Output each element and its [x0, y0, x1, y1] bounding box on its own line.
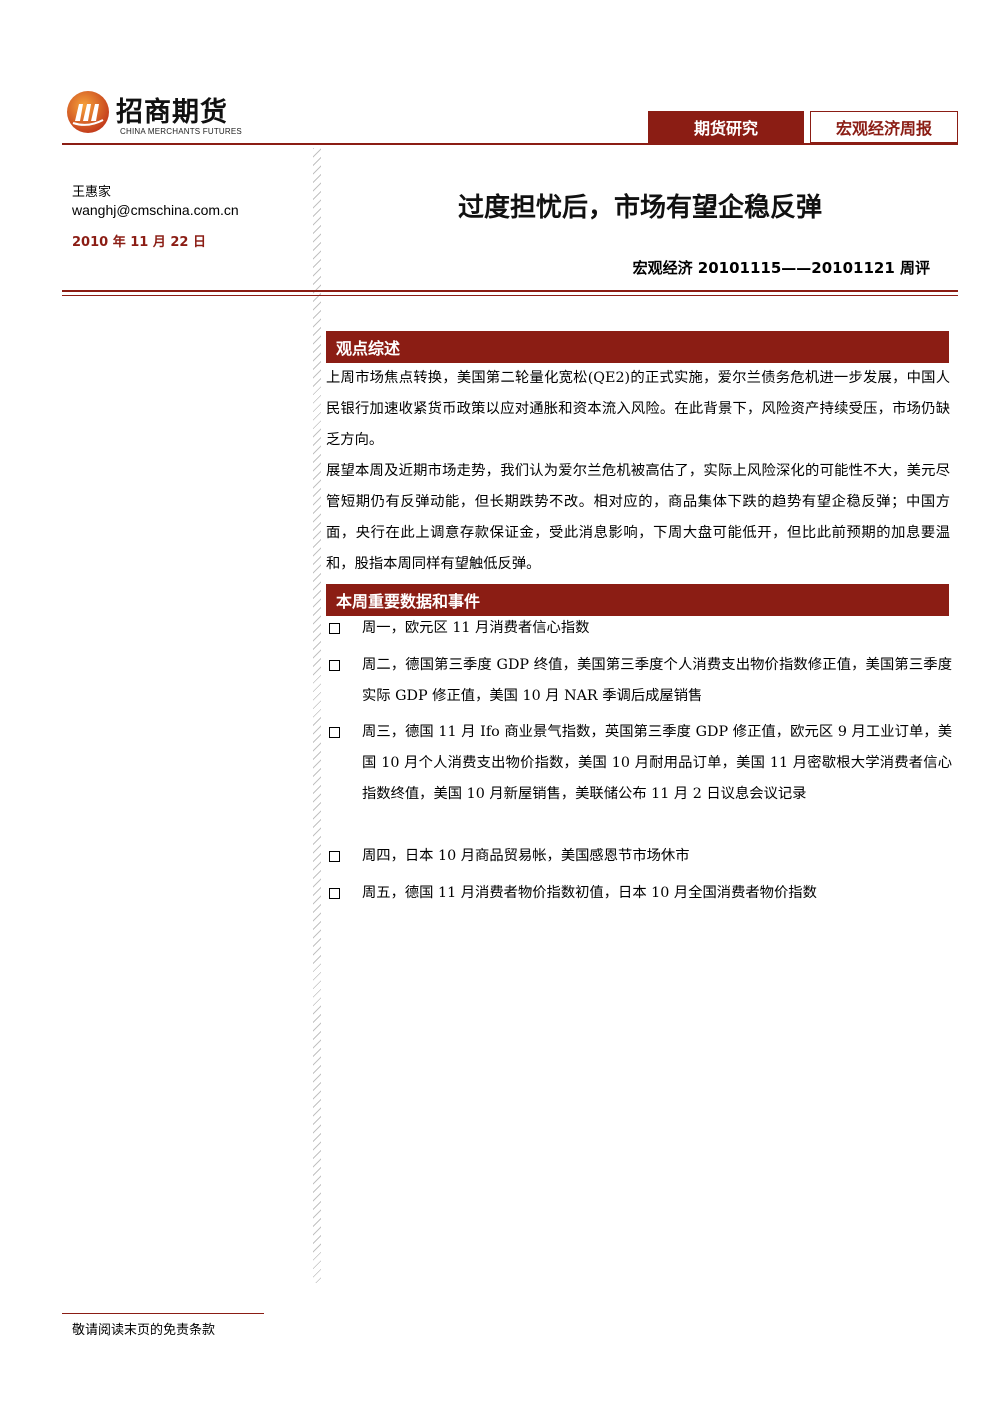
event-text: 周四，日本 10 月商品贸易帐，美国感恩节市场休市 [362, 848, 690, 864]
brand-name-en: CHINA MERCHANTS FUTURES [120, 127, 242, 136]
list-item: 周二，德国第三季度 GDP 终值，美国第三季度个人消费支出物价指数修正值，美国第… [326, 650, 952, 712]
checkbox-bullet-icon [326, 878, 362, 909]
list-item: 周五，德国 11 月消费者物价指数初值，日本 10 月全国消费者物价指数 [326, 878, 952, 909]
checkbox-bullet-icon [326, 613, 362, 644]
checkbox-bullet-icon [326, 717, 362, 810]
tab-futures-research: 期货研究 [648, 111, 804, 143]
event-text: 周一，欧元区 11 月消费者信心指数 [362, 620, 590, 636]
page-subtitle: 宏观经济 20101115——20101121 周评 [632, 259, 930, 277]
footer-divider [62, 1313, 264, 1314]
header-divider [62, 143, 958, 145]
tab-macro-weekly: 宏观经济周报 [810, 111, 958, 143]
author-name: 王惠家 [72, 185, 112, 200]
author-email[interactable]: wanghj@cmschina.com.cn [72, 202, 239, 218]
checkbox-bullet-icon [326, 841, 362, 872]
section-heading-overview: 观点综述 [326, 331, 949, 363]
company-logo-icon [67, 91, 109, 133]
list-item: 周一，欧元区 11 月消费者信心指数 [326, 613, 952, 644]
list-item: 周四，日本 10 月商品贸易帐，美国感恩节市场休市 [326, 841, 952, 872]
event-text: 周二，德国第三季度 GDP 终值，美国第三季度个人消费支出物价指数修正值，美国第… [362, 657, 952, 704]
brand-name-cn: 招商期货 [116, 97, 228, 128]
vertical-divider [313, 148, 321, 1283]
event-text: 周三，德国 11 月 Ifo 商业景气指数，英国第三季度 GDP 修正值，欧元区… [362, 724, 952, 802]
footer-disclaimer: 敬请阅读末页的免责条款 [72, 1323, 216, 1338]
title-rule-thin [62, 295, 958, 296]
title-rule-thick [62, 290, 958, 292]
overview-paragraph: 展望本周及近期市场走势，我们认为爱尔兰危机被高估了，实际上风险深化的可能性不大，… [326, 463, 950, 572]
event-text: 周五，德国 11 月消费者物价指数初值，日本 10 月全国消费者物价指数 [362, 885, 817, 901]
report-date: 2010 年 11 月 22 日 [72, 235, 206, 250]
page-title: 过度担忧后，市场有望企稳反弹 [457, 193, 822, 223]
list-item: 周三，德国 11 月 Ifo 商业景气指数，英国第三季度 GDP 修正值，欧元区… [326, 717, 952, 810]
checkbox-bullet-icon [326, 650, 362, 712]
overview-paragraph: 上周市场焦点转换，美国第二轮量化宽松(QE2)的正式实施，爱尔兰债务危机进一步发… [326, 370, 950, 448]
section-heading-events: 本周重要数据和事件 [326, 584, 949, 616]
